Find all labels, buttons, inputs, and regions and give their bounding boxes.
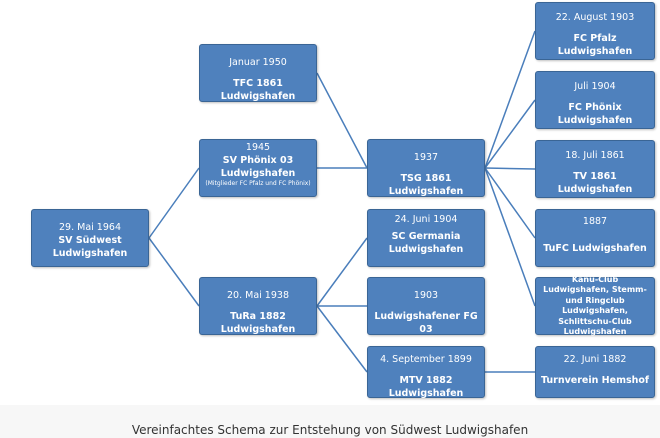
node-sv-phoenix-03: 1945 SV Phönix 03 Ludwigshafen (Mitglied… (199, 139, 317, 197)
node-name: MTV 1882 Ludwigshafen (388, 375, 464, 399)
node-date: 4. September 1899 (380, 354, 472, 365)
node-name: Turnverein Hemshof (540, 375, 650, 386)
node-date: Juli 1904 (574, 81, 616, 92)
node-date: 1903 (413, 290, 439, 301)
node-tufc: 1887 TuFC Ludwigshafen (535, 209, 655, 267)
node-name: Kanu-Club Ludwigshafen, Stemm- und Ringc… (543, 274, 647, 337)
node-tura-1882: 20. Mai 1938 TuRa 1882 Ludwigshafen (199, 277, 317, 335)
diagram-caption: Vereinfachtes Schema zur Entstehung von … (131, 423, 529, 437)
node-sv-suedwest: 29. Mai 1964 SV Südwest Ludwigshafen (31, 209, 149, 267)
node-mtv-1882: 4. September 1899 MTV 1882 Ludwigshafen (367, 346, 485, 399)
node-date: Januar 1950 (229, 57, 287, 68)
caption-bar (0, 405, 660, 438)
node-name: TFC 1861 Ludwigshafen (220, 78, 296, 102)
link-tsg-kanu (484, 167, 536, 307)
link-tsg-tv1861 (484, 167, 536, 170)
node-date: 1887 (582, 216, 608, 227)
node-date: 22. August 1903 (555, 12, 635, 23)
diagram-canvas: 29. Mai 1964 SV Südwest Ludwigshafen Jan… (31, 2, 655, 399)
node-date: 1937 (413, 152, 439, 163)
node-date: 22. Juni 1882 (563, 354, 627, 365)
connector-lines (148, 30, 536, 373)
node-name: SC Germania Ludwigshafen (388, 231, 464, 255)
node-name: SV Südwest Ludwigshafen (52, 235, 128, 259)
node-date: 24. Juni 1904 (394, 214, 458, 225)
link-tfc-tsg (316, 72, 368, 169)
node-ludwigshafener-fg-03: 1903 Ludwigshafener FG 03 (367, 277, 485, 335)
node-sc-germania: 24. Juni 1904 SC Germania Ludwigshafen (367, 209, 485, 267)
link-suedwest-phoenix03 (148, 167, 200, 239)
node-kanu-club-group: Kanu-Club Ludwigshafen, Stemm- und Ringc… (535, 274, 655, 337)
node-date: 20. Mai 1938 (227, 290, 289, 301)
node-tv-1861: 18. Juli 1861 TV 1861 Ludwigshafen (535, 140, 655, 198)
node-tfc-1861: Januar 1950 TFC 1861 Ludwigshafen (199, 44, 317, 102)
node-fc-pfalz: 22. August 1903 FC Pfalz Ludwigshafen (535, 2, 655, 60)
node-date: 1945 (245, 142, 271, 153)
node-name: TuFC Ludwigshafen (543, 243, 647, 254)
node-name: FC Phönix Ludwigshafen (557, 102, 633, 126)
node-name: TV 1861 Ludwigshafen (557, 171, 633, 195)
link-tura-germania (316, 237, 368, 307)
link-tsg-fcphoenix (484, 99, 536, 169)
node-fc-phoenix: Juli 1904 FC Phönix Ludwigshafen (535, 71, 655, 129)
node-note: (Mitglieder FC Pfalz und FC Phönix) (205, 180, 311, 187)
link-tsg-tufc (484, 167, 536, 239)
node-name: TuRa 1882 Ludwigshafen (220, 311, 296, 335)
node-date: 29. Mai 1964 (59, 222, 121, 233)
node-name: Ludwigshafener FG 03 (374, 311, 478, 335)
node-name: TSG 1861 Ludwigshafen (388, 173, 464, 197)
node-name: SV Phönix 03 Ludwigshafen (220, 155, 296, 179)
link-tura-mtv (316, 305, 368, 373)
node-turnverein-hemshof: 22. Juni 1882 Turnverein Hemshof (535, 346, 655, 398)
node-tsg-1861: 1937 TSG 1861 Ludwigshafen (367, 139, 485, 197)
link-suedwest-tura (148, 237, 200, 307)
link-tsg-fcpfalz (484, 30, 536, 169)
node-name: FC Pfalz Ludwigshafen (557, 33, 633, 57)
node-date: 18. Juli 1861 (565, 150, 625, 161)
